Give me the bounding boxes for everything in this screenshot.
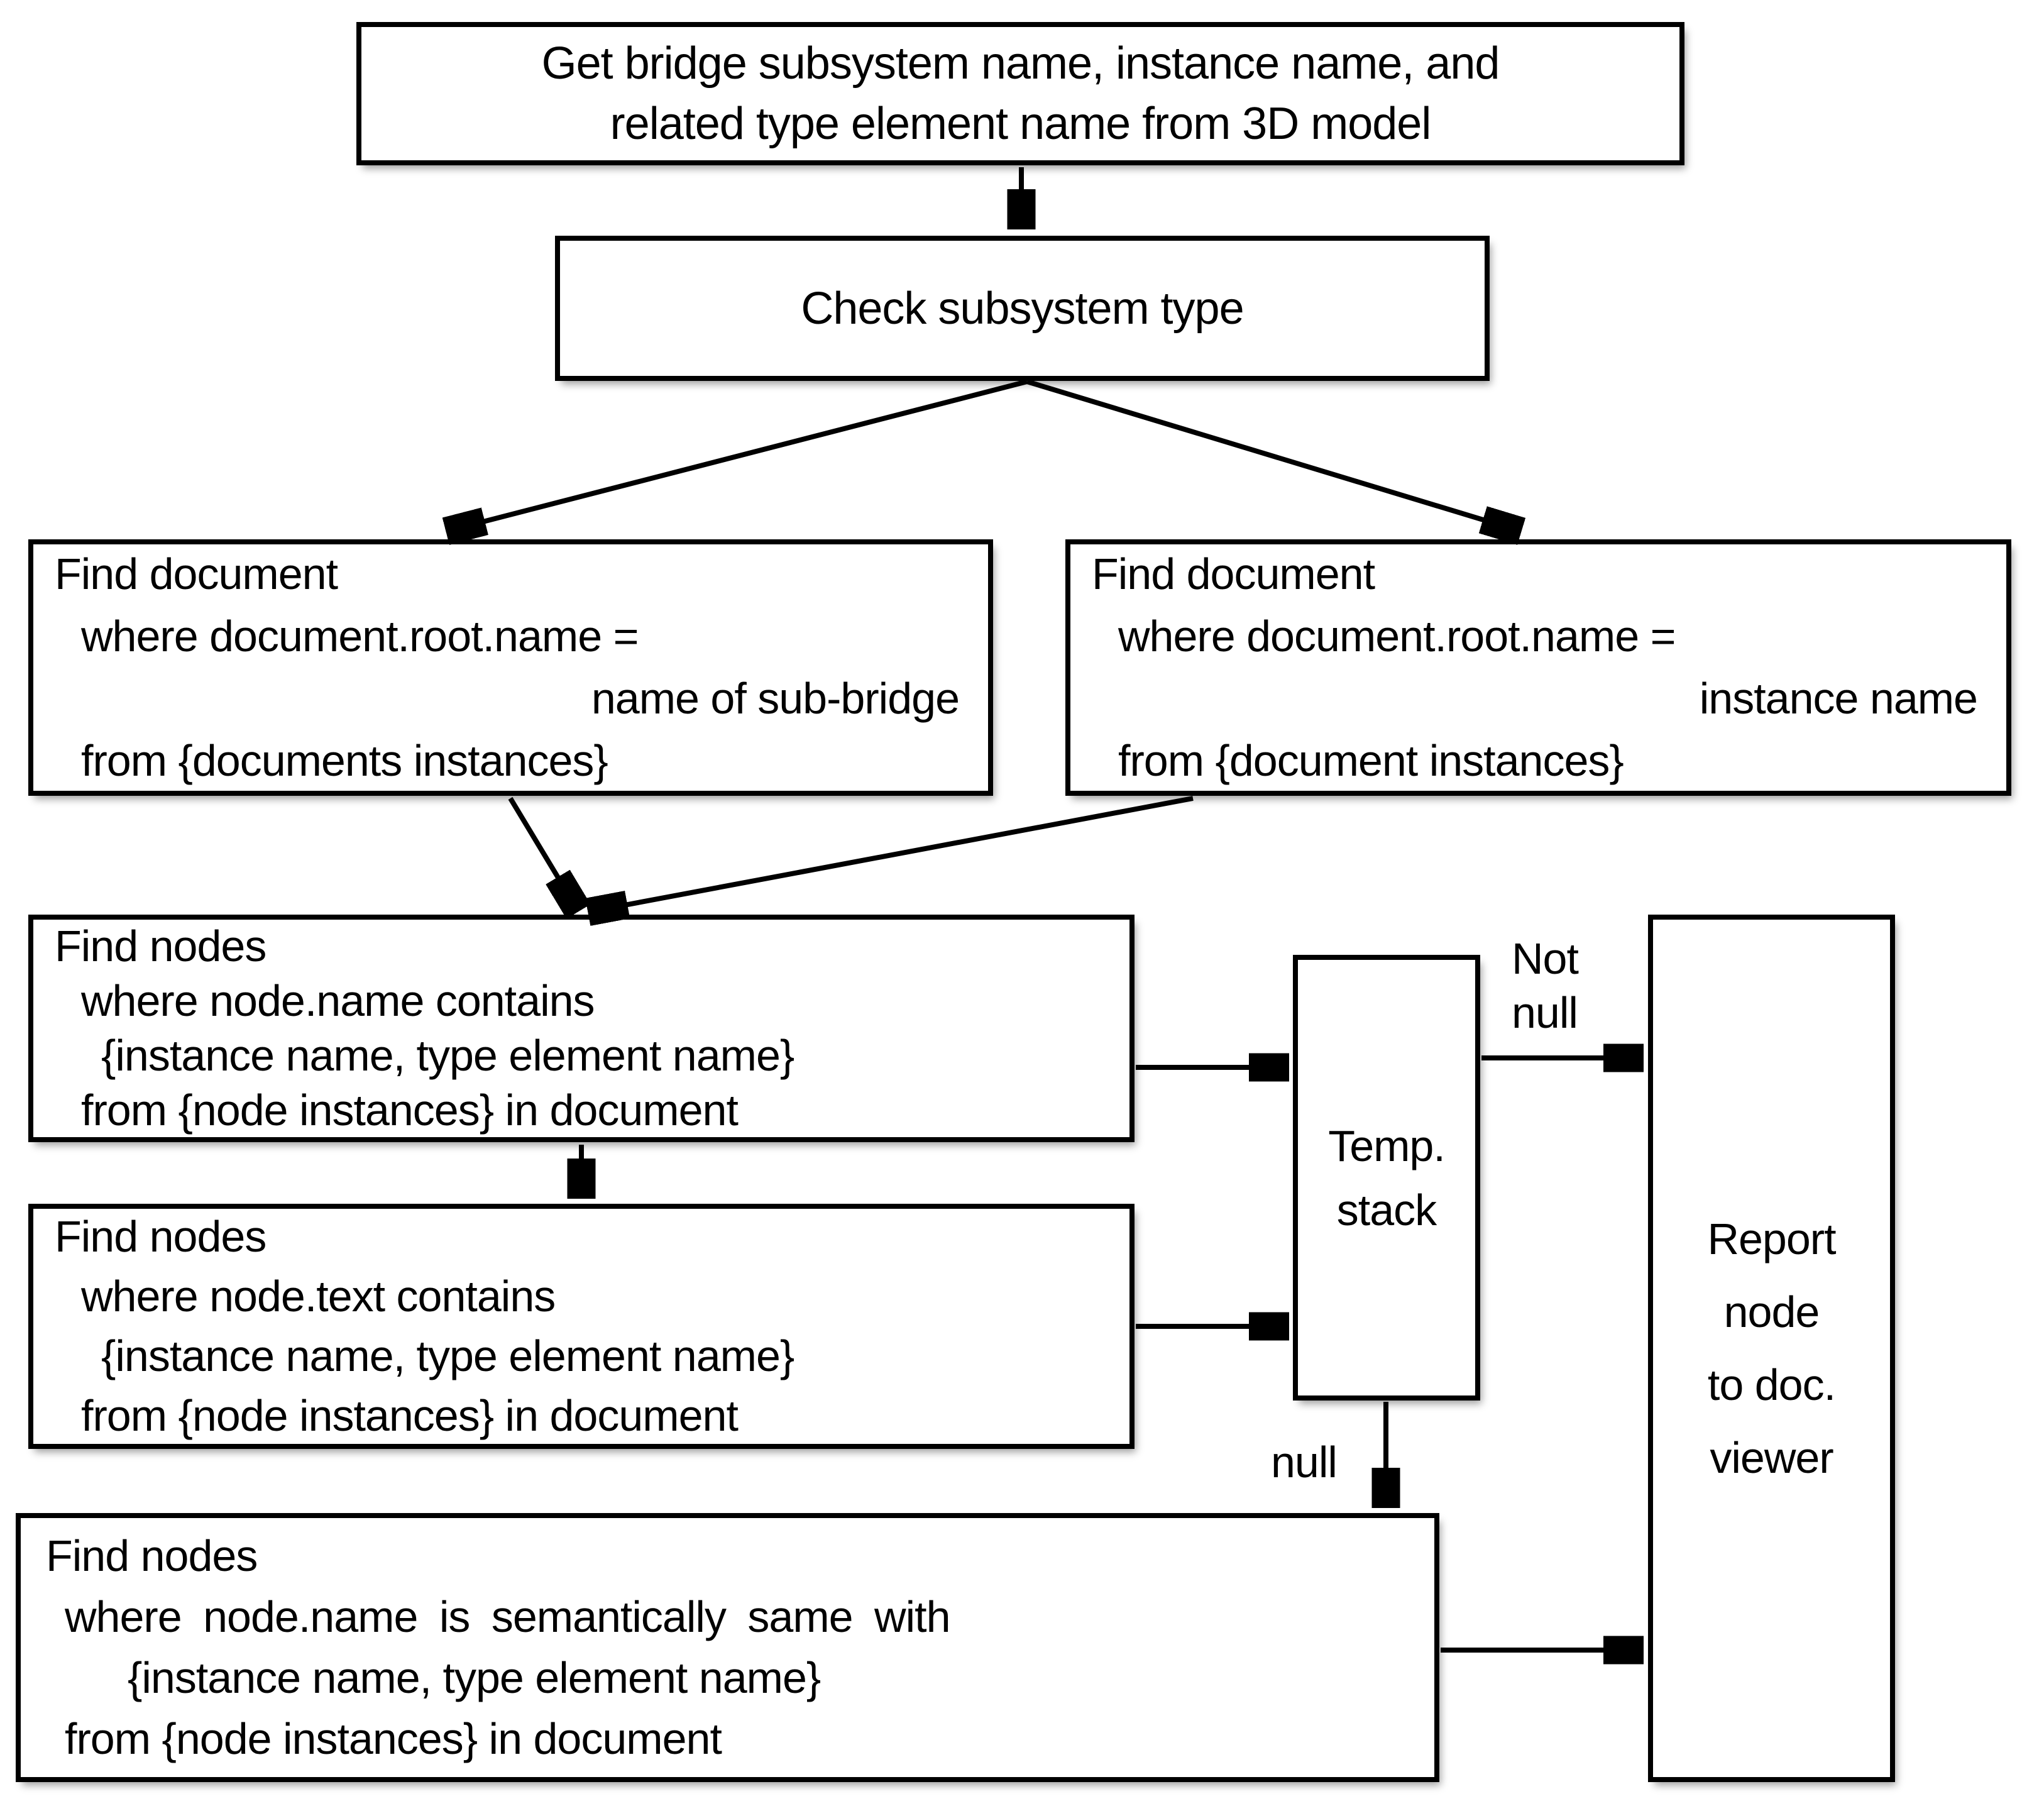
box-text-line: to doc. <box>1707 1360 1836 1409</box>
edge-doc-right-to-fn1 <box>591 796 1194 911</box>
box-text-line: Get bridge subsystem name, instance name… <box>541 38 1500 89</box>
box-text-line: from {node instances} in document <box>81 1086 739 1135</box>
box-text-line: {instance name, type element name} <box>128 1653 821 1702</box>
find-nodes-name-contains-box: Find nodes where node.name contains {ins… <box>28 915 1135 1142</box>
box-text-line: Find nodes <box>55 1212 266 1261</box>
box-text-line: node <box>1723 1287 1820 1336</box>
box-text-line: Find document <box>1092 549 1375 598</box>
box-text-line: related type element name from 3D model <box>610 99 1432 149</box>
box-text-line: from {node instances} in document <box>81 1391 739 1440</box>
edge-check-to-doc-right <box>1026 379 1519 531</box>
box-text-line: Find nodes <box>46 1531 258 1580</box>
box-text-line: where node.text contains <box>81 1272 556 1321</box>
box-text-line: Find document <box>55 549 338 598</box>
edge-label-line: null <box>1512 988 1578 1037</box>
null-edge-label: null <box>1271 1438 1338 1487</box>
box-text-line: Find nodes <box>55 922 266 971</box>
not-null-edge-label: Not null <box>1512 932 1579 1040</box>
edge-check-to-doc-left <box>449 379 1028 531</box>
get-bridge-info-box: Get bridge subsystem name, instance name… <box>356 22 1684 165</box>
box-text-line: stack <box>1336 1185 1437 1235</box>
edge-doc-left-to-fn1 <box>508 796 577 909</box>
box-text-line: viewer <box>1710 1433 1833 1482</box>
find-document-sub-bridge-box: Find document where document.root.name =… <box>28 539 993 796</box>
find-document-instance-box: Find document where document.root.name =… <box>1065 539 2011 796</box>
box-text-line: from {documents instances} <box>81 736 608 785</box>
box-text-line: {instance name, type element name} <box>101 1031 794 1080</box>
box-text-line: where document.root.name = <box>1118 612 1676 661</box>
box-text-line: name of sub-bridge <box>591 674 960 723</box>
find-nodes-text-contains-box: Find nodes where node.text contains {ins… <box>28 1204 1135 1449</box>
box-text-line: Check subsystem type <box>801 283 1244 334</box>
box-text-line: where document.root.name = <box>81 612 639 661</box>
temp-stack-box: Temp. stack <box>1293 955 1480 1401</box>
box-text-line: instance name <box>1699 674 1978 723</box>
box-text-line: {instance name, type element name} <box>101 1331 794 1380</box>
check-subsystem-type-box: Check subsystem type <box>555 236 1490 381</box>
report-node-box: Report node to doc. viewer <box>1648 915 1895 1782</box>
box-text-line: from {document instances} <box>1118 736 1624 785</box>
box-text-line: where node.name contains <box>81 976 595 1025</box>
box-text-line: Temp. <box>1328 1121 1446 1170</box>
edge-label-line: Not <box>1512 934 1579 983</box>
box-text-line: Report <box>1707 1214 1836 1263</box>
box-text-line: where node.name is semantically same wit… <box>65 1592 951 1641</box>
find-nodes-semantic-box: Find nodes where node.name is semantical… <box>16 1513 1439 1782</box>
box-text-line: from {node instances} in document <box>65 1714 722 1763</box>
